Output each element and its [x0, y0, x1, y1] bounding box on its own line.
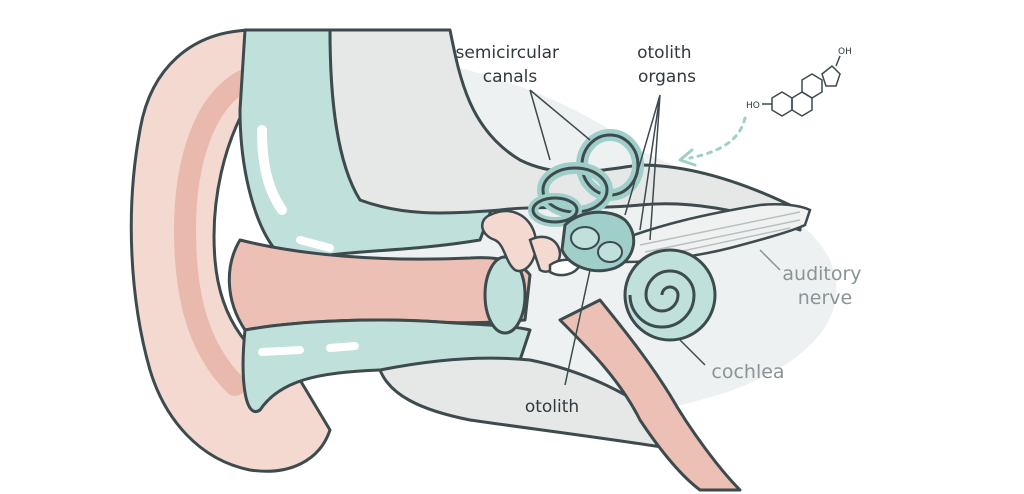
arrow-head: [678, 148, 697, 167]
label-semicircular-canals: semicircular canals: [456, 43, 565, 87]
label-cochlea: cochlea: [711, 361, 784, 383]
leader-lines: [529, 89, 781, 386]
pinna-inner-fold: [173, 69, 256, 396]
dotted-arrow: [688, 116, 747, 160]
molecule-ho-left: HO: [746, 101, 760, 111]
cochlea: [623, 248, 717, 342]
saccule: [597, 241, 623, 263]
semicircular-canals: [528, 129, 644, 227]
upper-tissue-highlight: [257, 125, 287, 215]
label-otolith: otolith: [525, 397, 579, 417]
label-otolith-organs: otolith organs: [637, 43, 697, 87]
label-auditory-nerve: auditory nerve: [782, 263, 867, 309]
utricle: [570, 226, 600, 250]
upper-tissue-highlight-2: [296, 236, 334, 252]
eustachian-tube: [558, 298, 742, 492]
estradiol-molecule: [762, 55, 841, 117]
molecule-oh-top: OH: [838, 47, 852, 57]
pinna: [129, 28, 332, 473]
lower-tissue-highlight: [258, 342, 359, 356]
ossicle-malleus: [481, 209, 538, 273]
